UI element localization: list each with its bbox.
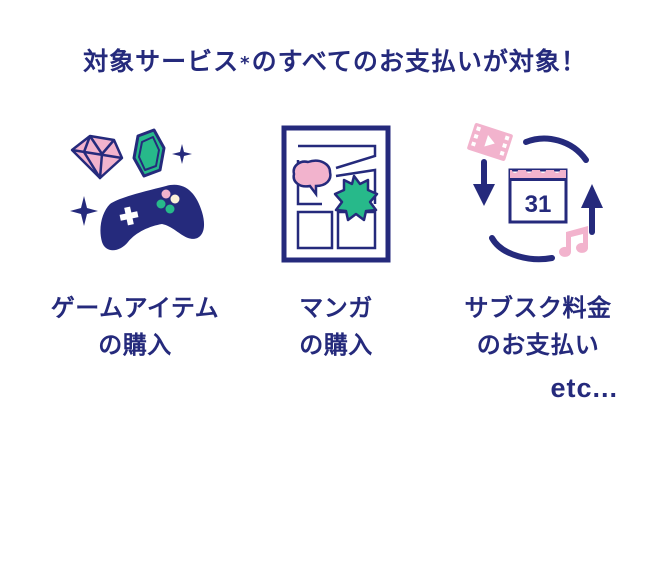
headline-text-after: のすべてのお支払いが対象！ [251,47,587,76]
game-controller-gems-icon [70,128,205,251]
item-label-manga-line2: の購入 [299,331,373,359]
item-label-manga-line1: マンガ [299,294,373,322]
etc-note: etc... [550,373,618,403]
item-label-subscription-line2: のお支払い [476,331,600,359]
manga-page-icon [281,125,391,263]
item-label-subscription-line1: サブスク料金 [464,294,612,322]
headline: 対象サービス*のすべてのお支払いが対象！ [0,42,670,78]
headline-text-before: 対象サービス [83,47,240,76]
asterisk-note-mark: * [240,53,251,74]
item-label-game-line2: の購入 [98,331,172,359]
item-label-game-line1: ゲームアイテム [50,294,220,322]
calendar-day-number: 31 [525,191,552,218]
subscription-cycle-icon: 31 [467,123,603,263]
item-label-subscription: サブスク料金 のお支払い [438,290,638,364]
item-label-game: ゲームアイテム の購入 [30,290,240,364]
item-label-manga: マンガ の購入 [266,290,406,364]
